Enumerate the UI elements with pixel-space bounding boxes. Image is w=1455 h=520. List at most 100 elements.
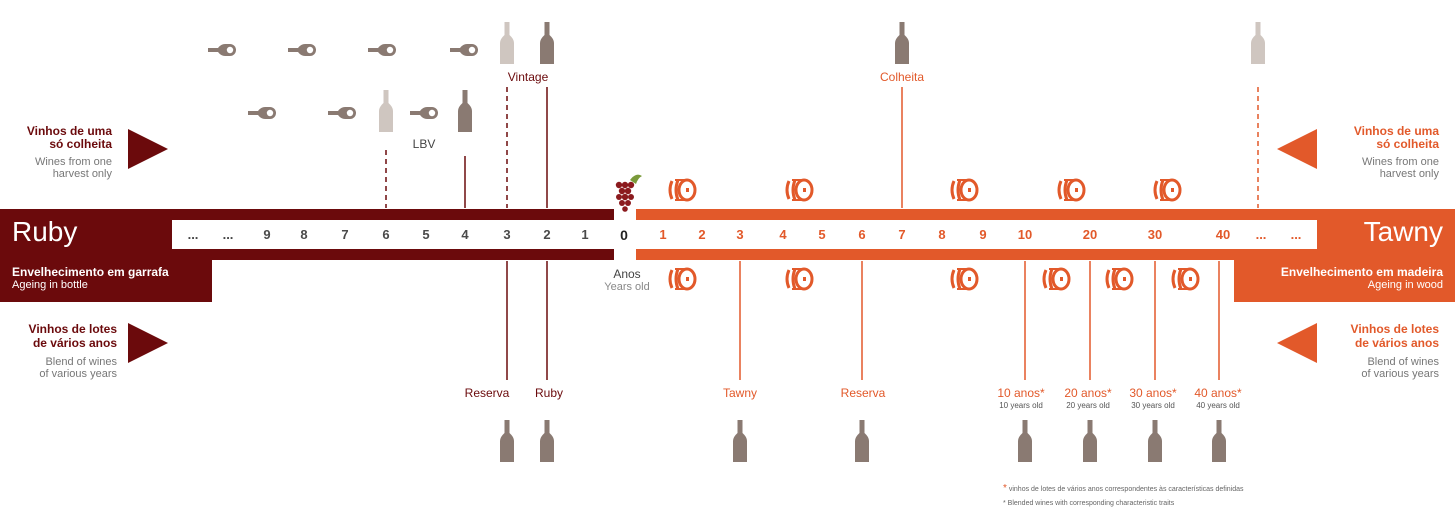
lbv-label: LBV [412,137,436,151]
tawny-ageing-box [1234,260,1455,302]
arrow-icon [1277,323,1317,363]
bottle-icon [855,420,869,462]
scale-ellipsis: ... [222,227,234,242]
aged-10-label: 10 anos* [997,386,1045,400]
tawny-label: Tawny [722,386,758,400]
scale-tick: 1 [581,227,589,242]
bottle-lying-icon [410,107,438,119]
reserva-tawny-label: Reserva [840,386,886,400]
scale-tick: 9 [979,227,987,242]
ruby-label: Ruby [534,386,564,400]
scale-tick: 3 [736,227,744,242]
bottle-icon [1212,420,1226,462]
ruby-ageing-sub: Ageing in bottle [12,279,88,291]
bottle-lying-icon [328,107,356,119]
tawny-ageing-sub: Ageing in wood [1367,279,1443,291]
scale-tick: 30 [1147,227,1163,242]
scale-ellipsis: ... [1290,227,1302,242]
footnote-text-1: vinhos de lotes de vários anos correspon… [1008,486,1244,493]
bottle-icon [500,420,514,462]
bottle-icon [1251,22,1265,64]
grapes-icon [615,174,642,212]
barrel-icon [785,267,814,291]
years-sub: Years old [604,281,650,293]
bottle-icon [1018,420,1032,462]
age-scale [172,220,1317,249]
scale-tick: 3 [503,227,511,242]
scale-tick: 20 [1082,227,1098,242]
scale-tick: 7 [898,227,906,242]
scale-tick: 5 [422,227,430,242]
scale-tick: 4 [461,227,469,242]
aged-20-sub: 20 years old [1066,401,1110,410]
barrel-icon [1105,267,1134,291]
aged-10-sub: 10 years old [999,401,1043,410]
single-harvest-title: Vinhos de uma [1353,124,1439,138]
bottle-lying-icon [248,107,276,119]
barrel-icon [1171,267,1200,291]
blend-sub: Blend of wines [1367,356,1439,368]
blend-title: Vinhos de lotes [1350,322,1439,336]
barrel-icon [1153,178,1182,202]
scale-ellipsis: ... [187,227,199,242]
footnote-line-1: * vinhos de lotes de vários anos corresp… [1003,484,1244,494]
single-harvest-title: Vinhos de uma [26,124,112,138]
arrow-icon [128,323,168,363]
barrel-icon [950,267,979,291]
single-harvest-sub: harvest only [1379,168,1439,180]
scale-tick: 8 [938,227,946,242]
scale-tick: 10 [1017,227,1033,242]
tawny-title: Tawny [1363,216,1443,247]
aged-30-sub: 30 years old [1131,401,1175,410]
barrel-icon [668,178,697,202]
footnote-asterisk: * [1003,483,1007,494]
aged-40-sub: 40 years old [1196,401,1240,410]
single-harvest-sub: harvest only [52,168,112,180]
aged-30-label: 30 anos* [1129,386,1177,400]
scale-tick: 40 [1215,227,1231,242]
bottle-icon [458,90,472,132]
scale-tick: 9 [263,227,271,242]
blend-sub: of various years [1361,368,1439,380]
barrel-icon [1057,178,1086,202]
ruby-title: Ruby [12,216,78,247]
bottle-icon [1083,420,1097,462]
blend-title: Vinhos de lotes [28,322,117,336]
vintage-label: Vintage [507,70,549,84]
barrel-icon [668,267,697,291]
bottle-icon [733,420,747,462]
blend-title: de vários anos [32,336,117,350]
tawny-ageing-title: Envelhecimento em madeira [1280,265,1443,279]
scale-tick: 6 [382,227,390,242]
single-harvest-title: só colheita [49,137,112,151]
bottle-icon [500,22,514,64]
aged-20-label: 20 anos* [1064,386,1112,400]
single-harvest-title: só colheita [1376,137,1439,151]
blend-title: de vários anos [1354,336,1439,350]
years-label: Anos [613,267,641,281]
scale-tick: 7 [341,227,349,242]
bottle-lying-icon [288,44,316,56]
arrow-icon [128,129,168,169]
bottle-icon [1148,420,1162,462]
aged-40-label: 40 anos* [1194,386,1242,400]
scale-tick: 2 [543,227,551,242]
bottle-icon [895,22,909,64]
single-harvest-sub: Wines from one [34,156,112,168]
scale-tick: 8 [300,227,308,242]
scale-tick: 5 [818,227,826,242]
scale-tick: 2 [698,227,706,242]
single-harvest-sub: Wines from one [1361,156,1439,168]
scale-zero: 0 [620,227,628,243]
blend-sub: of various years [39,368,117,380]
arrow-icon [1277,129,1317,169]
bottle-icon [540,420,554,462]
barrel-icon [785,178,814,202]
barrel-icon [1042,267,1071,291]
scale-tick: 6 [858,227,866,242]
scale-tick: 1 [659,227,667,242]
bottle-lying-icon [450,44,478,56]
